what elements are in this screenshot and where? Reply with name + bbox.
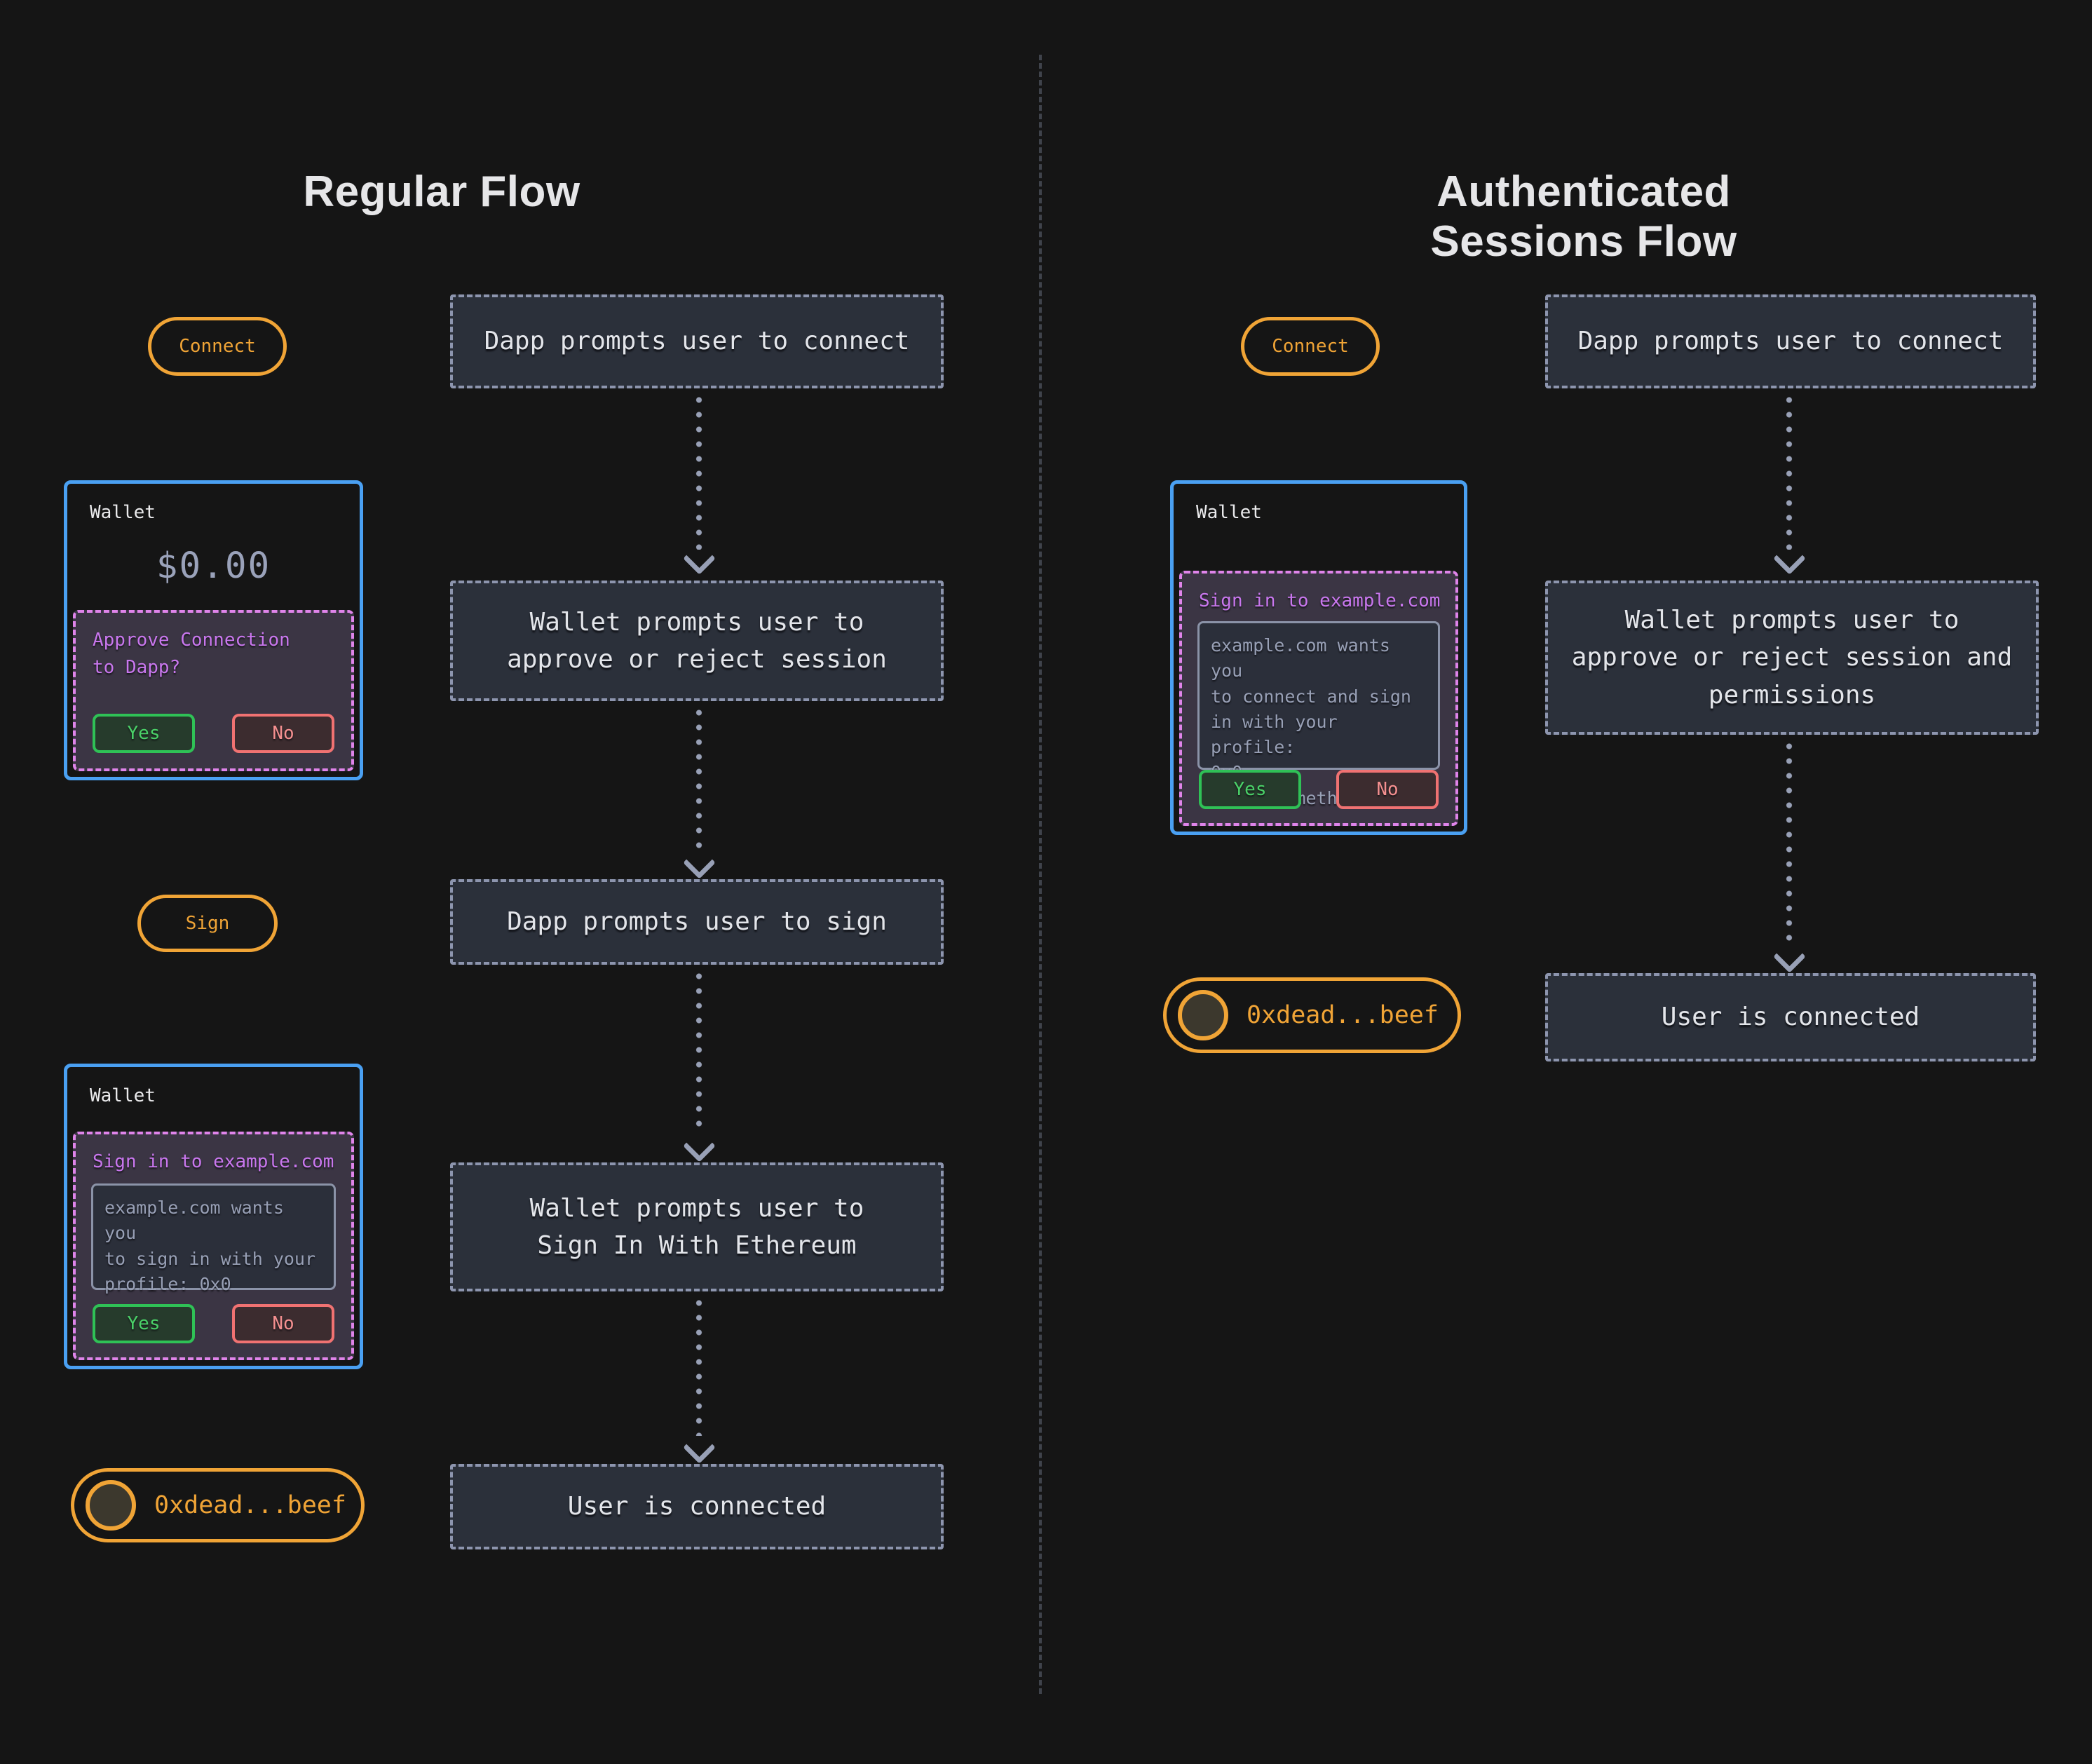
step-dapp-prompts-connect: Dapp prompts user to connect	[450, 294, 944, 388]
wallet-card-connect-sign: Wallet Sign in to example.com example.co…	[1170, 480, 1467, 835]
regular-flow-title: Regular Flow	[303, 168, 580, 216]
account-avatar-icon	[1178, 990, 1228, 1040]
sign-in-title: Sign in to example.com	[93, 1151, 334, 1172]
button-row: Yes No	[93, 714, 334, 753]
no-button[interactable]: No	[232, 1304, 334, 1343]
no-button[interactable]: No	[1336, 770, 1439, 809]
wallet-card-sign-in: Wallet Sign in to example.com example.co…	[64, 1064, 363, 1369]
wallet-card-balance: Wallet $0.00 Approve Connection to Dapp?…	[64, 480, 363, 780]
arrow-down-icon	[683, 542, 716, 575]
yes-button[interactable]: Yes	[93, 714, 195, 753]
arrow-down-icon	[1773, 542, 1806, 575]
wallet-balance: $0.00	[156, 545, 271, 587]
sign-in-message: example.com wants you to sign in with yo…	[91, 1183, 336, 1294]
address-label: 0xdead...beef	[154, 1491, 346, 1519]
connected-address-pill[interactable]: 0xdead...beef	[1163, 977, 1461, 1053]
sign-button[interactable]: Sign	[137, 895, 278, 952]
approve-connection-panel: Approve Connection to Dapp? Yes No	[73, 610, 354, 771]
step-dapp-prompts-connect: Dapp prompts user to connect	[1545, 294, 2036, 388]
arrow-down-icon	[683, 1431, 716, 1464]
sign-in-panel: Sign in to example.com example.com wants…	[73, 1132, 354, 1360]
button-row: Yes No	[1199, 770, 1439, 809]
connect-button[interactable]: Connect	[148, 317, 287, 376]
authenticated-flow-title: Authenticated Sessions Flow	[1430, 168, 1737, 266]
connect-button[interactable]: Connect	[1241, 317, 1380, 376]
flow-arrow	[695, 705, 702, 854]
wallet-card-header: Wallet	[90, 502, 156, 523]
address-label: 0xdead...beef	[1247, 1001, 1439, 1029]
flow-arrow	[695, 969, 702, 1134]
arrow-down-icon	[683, 846, 716, 879]
arrow-down-icon	[1773, 940, 1806, 973]
step-wallet-approve-session: Wallet prompts user to approve or reject…	[450, 581, 944, 701]
approve-connection-question: Approve Connection to Dapp?	[93, 630, 290, 678]
connected-address-pill[interactable]: 0xdead...beef	[71, 1468, 365, 1542]
wallet-card-header: Wallet	[1196, 502, 1262, 523]
sign-in-message-main: example.com wants you to connect and sig…	[1211, 635, 1411, 782]
step-user-connected: User is connected	[450, 1464, 944, 1549]
sign-in-title: Sign in to example.com	[1199, 590, 1441, 611]
flow-arrow	[695, 1296, 702, 1436]
yes-button[interactable]: Yes	[93, 1304, 195, 1343]
button-row: Yes No	[93, 1304, 334, 1343]
step-dapp-prompts-sign: Dapp prompts user to sign	[450, 879, 944, 965]
yes-button[interactable]: Yes	[1199, 770, 1301, 809]
sign-in-message: example.com wants you to connect and sig…	[1197, 621, 1440, 808]
sign-in-panel: Sign in to example.com example.com wants…	[1179, 571, 1458, 826]
flow-arrow	[1786, 739, 1793, 942]
flow-arrow	[1786, 393, 1793, 550]
step-wallet-approve-session-permissions: Wallet prompts user to approve or reject…	[1545, 581, 2039, 735]
step-wallet-siwe: Wallet prompts user to Sign In With Ethe…	[450, 1162, 944, 1291]
arrow-down-icon	[683, 1129, 716, 1162]
wallet-card-header: Wallet	[90, 1085, 156, 1106]
step-user-connected: User is connected	[1545, 973, 2036, 1061]
account-avatar-icon	[86, 1480, 136, 1531]
flow-arrow	[695, 393, 702, 550]
no-button[interactable]: No	[232, 714, 334, 753]
column-divider	[1039, 55, 1042, 1694]
